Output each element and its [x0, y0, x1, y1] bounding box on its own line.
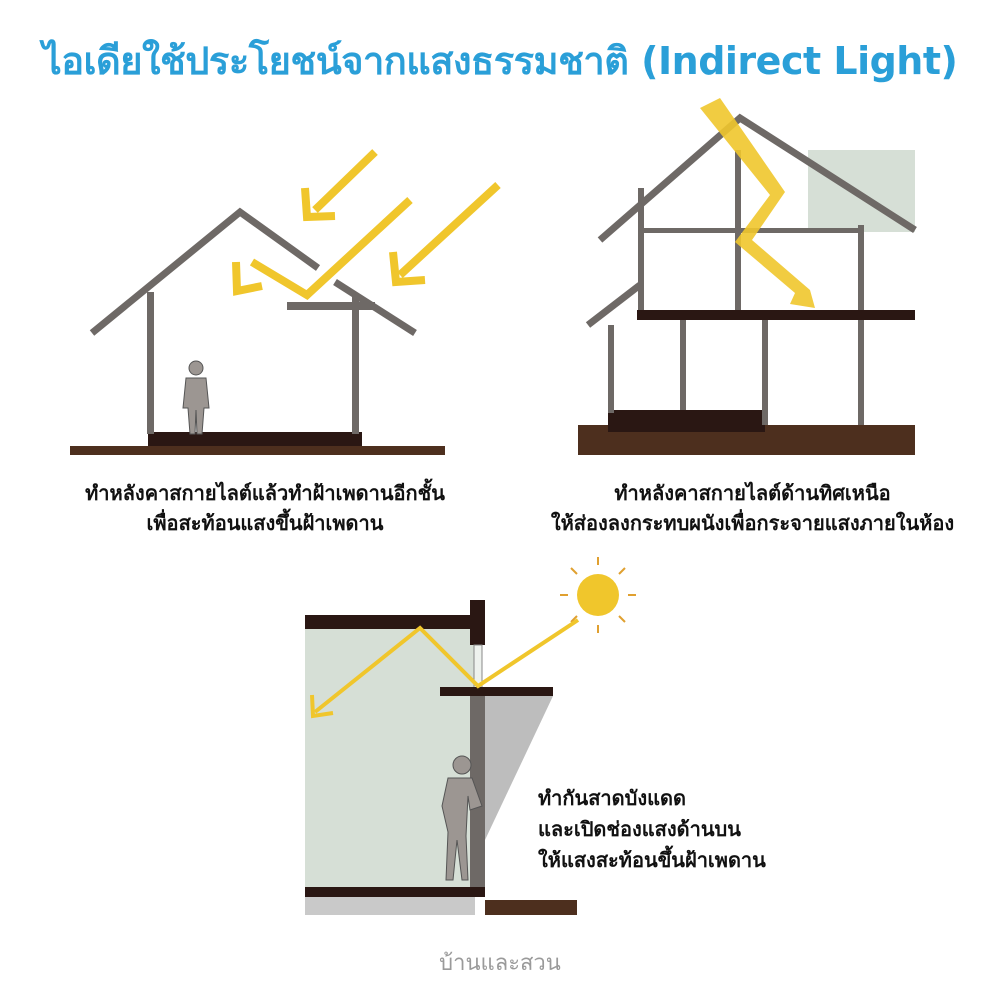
- foundation: [305, 897, 475, 915]
- lower-floor: [608, 410, 765, 432]
- light-beam: [700, 98, 815, 308]
- shadow: [485, 696, 553, 840]
- caption-line: ให้ส่องลงกระทบผนังเพื่อกระจายแสงภายในห้อ…: [550, 511, 955, 535]
- diagram-skylight-ceiling: [70, 149, 501, 455]
- left-wall: [147, 292, 154, 434]
- right-wall: [352, 296, 359, 434]
- diagram-canopy: [305, 557, 636, 915]
- person-icon: [441, 755, 483, 881]
- caption-skylight-ceiling: ทำหลังคาสกายไลต์แล้วทำฝ้าเพดานอีกชั้น เพ…: [40, 478, 490, 538]
- person-icon: [182, 360, 210, 435]
- room-interior: [305, 615, 475, 890]
- ground: [485, 900, 577, 915]
- ceiling-panel: [287, 302, 375, 310]
- light-ray: [310, 618, 580, 719]
- canopy: [440, 687, 553, 696]
- sun-icon: [560, 557, 636, 633]
- caption-north-skylight: ทำหลังคาสกายไลต์ด้านทิศเหนือ ให้ส่องลงกร…: [505, 478, 1000, 538]
- caption-line: ทำหลังคาสกายไลต์แล้วทำฝ้าเพดานอีกชั้น: [85, 481, 445, 505]
- watermark-logo: บ้านและสวน: [439, 951, 561, 976]
- caption-line: และเปิดช่องแสงด้านบน: [538, 817, 741, 841]
- lower-roof: [585, 282, 643, 328]
- caption-line: ทำหลังคาสกายไลต์ด้านทิศเหนือ: [614, 481, 891, 505]
- light-arrows: [232, 149, 501, 300]
- floor-slab: [148, 432, 362, 446]
- ground: [70, 446, 445, 455]
- floor-slab: [305, 887, 485, 897]
- caption-line: ให้แสงสะท้อนขึ้นฝ้าเพดาน: [538, 848, 766, 872]
- mid-slab: [637, 310, 915, 320]
- diagram-north-skylight: [578, 98, 917, 455]
- caption-canopy: ทำกันสาดบังแดด และเปิดช่องแสงด้านบน ให้แ…: [538, 783, 838, 876]
- upper-wall: [470, 600, 485, 645]
- roof: [89, 207, 321, 336]
- page-title: ไอเดียใช้ประโยชน์จากแสงธรรมชาติ (Indirec…: [42, 39, 958, 83]
- caption-line: เพื่อสะท้อนแสงขึ้นฝ้าเพดาน: [146, 511, 384, 535]
- caption-line: ทำกันสาดบังแดด: [538, 786, 686, 810]
- ceiling-slab: [305, 615, 477, 629]
- roof: [597, 113, 917, 243]
- walls: [608, 150, 864, 425]
